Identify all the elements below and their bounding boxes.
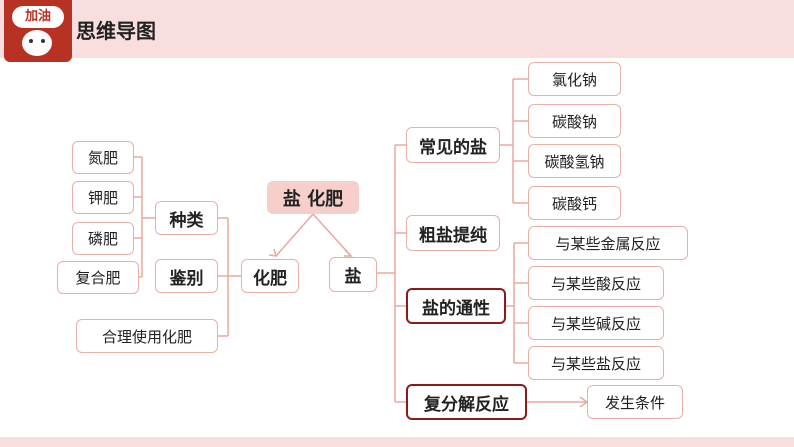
node-crude-salt-purification: 粗盐提纯 <box>406 215 500 251</box>
node-react-acid: 与某些酸反应 <box>528 266 664 300</box>
node-sodium-bicarbonate: 碳酸氢钠 <box>528 144 621 178</box>
node-calcium-carbonate: 碳酸钙 <box>528 186 621 220</box>
node-salt-general-properties: 盐的通性 <box>406 288 506 324</box>
node-reaction-conditions: 发生条件 <box>587 385 683 419</box>
node-sodium-chloride: 氯化钠 <box>528 62 621 96</box>
node-fertilizer: 化肥 <box>241 259 299 293</box>
node-react-metal: 与某些金属反应 <box>528 226 688 260</box>
header-band <box>0 0 794 58</box>
node-fertilizer-identify: 鉴别 <box>155 259 218 293</box>
node-react-base: 与某些碱反应 <box>528 306 664 340</box>
node-salt: 盐 <box>329 257 377 292</box>
node-phosphate-fertilizer: 磷肥 <box>72 222 134 255</box>
footer-band <box>0 437 794 447</box>
node-fertilizer-types: 种类 <box>155 201 218 235</box>
mascot-logo: 加油 <box>4 0 72 62</box>
page-title: 思维导图 <box>76 19 156 43</box>
mascot-face-icon <box>22 30 52 56</box>
node-potassium-fertilizer: 钾肥 <box>72 181 134 214</box>
root-node-salt-fertilizer: 盐 化肥 <box>267 181 359 214</box>
node-sodium-carbonate: 碳酸钠 <box>528 104 621 138</box>
logo-badge: 加油 <box>12 6 64 28</box>
node-nitrogen-fertilizer: 氮肥 <box>72 141 134 174</box>
node-fertilizer-usage: 合理使用化肥 <box>76 319 218 353</box>
node-double-decomposition: 复分解反应 <box>406 384 527 420</box>
node-react-salt: 与某些盐反应 <box>528 346 664 380</box>
node-common-salts: 常见的盐 <box>406 127 500 163</box>
node-compound-fertilizer: 复合肥 <box>57 261 139 294</box>
